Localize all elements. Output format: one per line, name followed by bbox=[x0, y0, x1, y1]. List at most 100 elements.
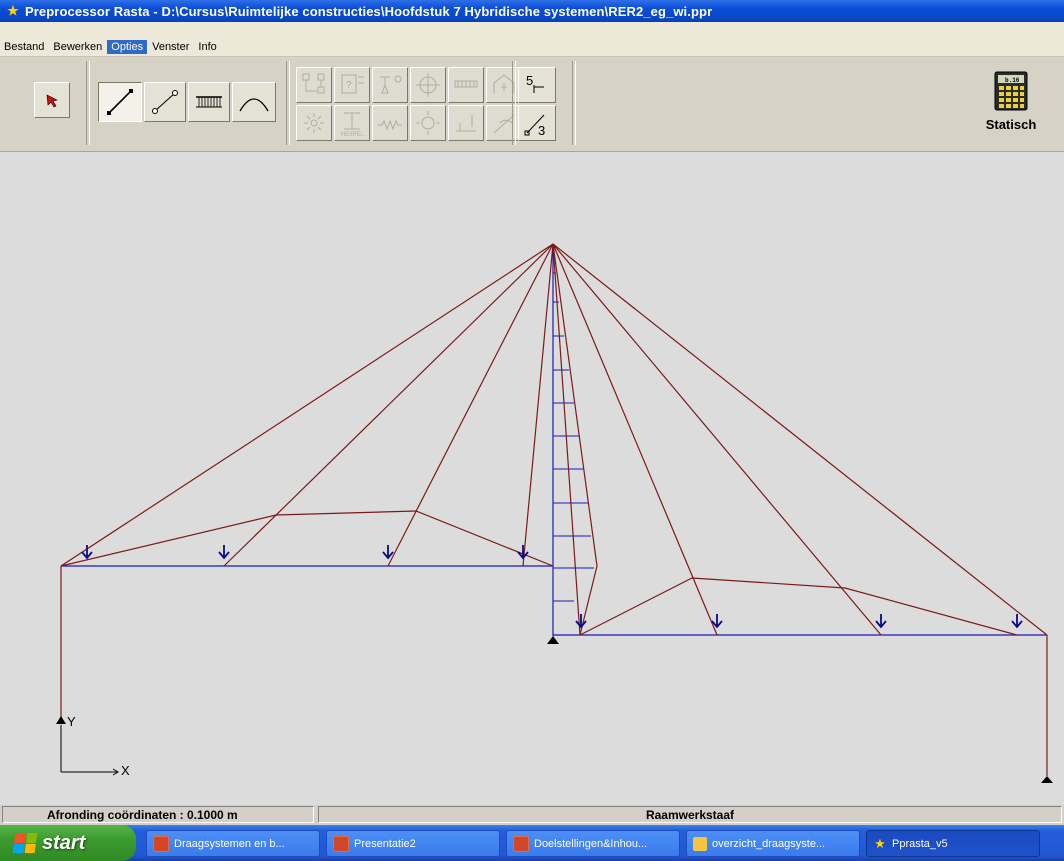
bar-element-button[interactable] bbox=[98, 82, 142, 122]
mast-strut bbox=[552, 243, 598, 636]
cable-left-3 bbox=[387, 243, 554, 567]
load-arrow bbox=[517, 545, 529, 560]
spring-support-button[interactable] bbox=[372, 105, 408, 141]
menu-info[interactable]: Info bbox=[198, 40, 217, 53]
menu-opties[interactable]: Opties bbox=[107, 39, 148, 54]
cable-left-2 bbox=[223, 243, 554, 567]
mode-status: Raamwerkstaaf bbox=[318, 806, 1062, 823]
window-title: Preprocessor Rasta - D:\Cursus\Ruimtelij… bbox=[25, 3, 713, 19]
powerpoint-icon bbox=[513, 835, 529, 852]
support-button[interactable] bbox=[372, 67, 408, 103]
svg-text:3: 3 bbox=[538, 123, 545, 137]
windows-taskbar: start Draagsystemen en b... Presentatie2… bbox=[0, 825, 1064, 861]
cable-left-4 bbox=[522, 243, 554, 567]
spring-support-icon bbox=[196, 96, 222, 108]
taskbar-item[interactable]: Doelstellingen&Inhou... bbox=[506, 830, 680, 857]
menu-bestand[interactable]: Bestand bbox=[4, 40, 45, 53]
taskbar-item-active[interactable]: ★ Pprasta_v5 bbox=[866, 830, 1040, 857]
start-button[interactable]: start bbox=[0, 825, 136, 861]
window-titlebar[interactable]: ★ Preprocessor Rasta - D:\Cursus\Ruimtel… bbox=[0, 0, 1064, 22]
calculator-icon: b.16 bbox=[994, 71, 1028, 111]
x-axis-label: X bbox=[121, 763, 130, 778]
node-numbering-icon bbox=[302, 73, 325, 94]
cable-right-1 bbox=[552, 243, 718, 636]
drawing-canvas[interactable]: Y X bbox=[0, 152, 1064, 804]
taskbar-item[interactable]: overzicht_draagsyste... bbox=[686, 830, 860, 857]
rasta-icon: ★ bbox=[874, 835, 886, 851]
supports bbox=[56, 636, 1053, 783]
cable-group bbox=[60, 243, 1048, 776]
hinge-support bbox=[56, 716, 66, 724]
cable-right-3 bbox=[552, 243, 1048, 636]
load-arrow bbox=[218, 545, 230, 560]
menu-venster[interactable]: Venster bbox=[152, 40, 190, 53]
load-arrow bbox=[382, 545, 394, 560]
profile-button[interactable] bbox=[296, 105, 332, 141]
load-arrow bbox=[1011, 614, 1023, 629]
cable-left-1 bbox=[60, 243, 554, 567]
snap-angle-icon: 3 bbox=[524, 114, 545, 137]
y-axis-label: Y bbox=[67, 714, 76, 729]
structure-drawing: Y X bbox=[56, 243, 1053, 783]
hinge-support bbox=[547, 636, 559, 644]
cable-right-0 bbox=[552, 243, 581, 636]
statisch-label: Statisch bbox=[985, 117, 1037, 132]
temperature-load-button[interactable] bbox=[410, 105, 446, 141]
load-arrows bbox=[81, 545, 1023, 629]
select-pointer-button[interactable] bbox=[34, 82, 70, 118]
beam-group bbox=[61, 244, 1047, 636]
arc-icon bbox=[239, 98, 269, 112]
snap-distance-icon: 5 bbox=[526, 73, 544, 93]
rounding-status: Afronding coördinaten : 0.1000 m bbox=[2, 806, 314, 823]
windows-logo-icon bbox=[12, 833, 38, 853]
status-bar: Afronding coördinaten : 0.1000 m Raamwer… bbox=[0, 805, 1064, 825]
sun-load-icon bbox=[304, 113, 324, 133]
hinge-support bbox=[1041, 776, 1053, 783]
moment-icon bbox=[493, 114, 515, 134]
menu-bewerken[interactable]: Bewerken bbox=[53, 40, 103, 53]
arrow-pointer-icon bbox=[46, 94, 58, 108]
temperature-icon bbox=[416, 111, 440, 135]
moment-load-button[interactable] bbox=[486, 105, 522, 141]
svg-text:5: 5 bbox=[526, 73, 533, 88]
snap-distance-button[interactable]: 5 bbox=[518, 67, 556, 103]
toolbar: ? HE/IPE/... 5 3 bbox=[0, 57, 1064, 153]
svg-text:b.16: b.16 bbox=[1005, 77, 1020, 84]
section-properties-button[interactable]: ? bbox=[334, 67, 370, 103]
load-arrow bbox=[875, 614, 887, 629]
rotation-hinge-button[interactable] bbox=[410, 67, 446, 103]
load-arrow bbox=[575, 614, 587, 629]
frame-icon bbox=[493, 74, 515, 93]
left-arch bbox=[60, 510, 554, 567]
taskbar-item[interactable]: Draagsystemen en b... bbox=[146, 830, 320, 857]
displacement-button[interactable] bbox=[448, 105, 484, 141]
spring-icon bbox=[378, 119, 402, 131]
coordinate-axes bbox=[60, 725, 119, 776]
hinge-circle-icon bbox=[416, 73, 440, 97]
displacement-icon bbox=[456, 115, 476, 132]
load-arrow bbox=[81, 545, 93, 560]
cable-element-button[interactable] bbox=[144, 82, 186, 122]
right-arch bbox=[579, 577, 1018, 636]
arc-element-button[interactable] bbox=[232, 82, 276, 122]
node-numbering-button[interactable] bbox=[296, 67, 332, 103]
spring-element-button[interactable] bbox=[188, 82, 230, 122]
section-ipe-button[interactable]: HE/IPE/... bbox=[334, 105, 370, 141]
load-arrow bbox=[711, 614, 723, 629]
powerpoint-icon bbox=[153, 835, 169, 852]
folder-icon bbox=[693, 836, 707, 851]
section-properties-icon: ? bbox=[341, 74, 364, 94]
snap-angle-button[interactable]: 3 bbox=[518, 105, 556, 141]
cable-right-2 bbox=[552, 243, 882, 636]
menu-bar: Bestand Bewerken Opties Venster Info bbox=[0, 37, 1064, 57]
taskbar-item[interactable]: Presentatie2 bbox=[326, 830, 500, 857]
svg-text:?: ? bbox=[346, 80, 352, 91]
statisch-button[interactable]: b.16 Statisch bbox=[976, 71, 1046, 141]
bar-line-icon bbox=[107, 89, 133, 115]
frame-element-button[interactable] bbox=[486, 67, 522, 103]
distributed-load-icon bbox=[454, 80, 478, 88]
i-beam-icon: HE/IPE/... bbox=[341, 112, 366, 137]
distributed-load-button[interactable] bbox=[448, 67, 484, 103]
start-label: start bbox=[42, 831, 86, 854]
svg-text:HE/IPE/...: HE/IPE/... bbox=[341, 132, 366, 137]
